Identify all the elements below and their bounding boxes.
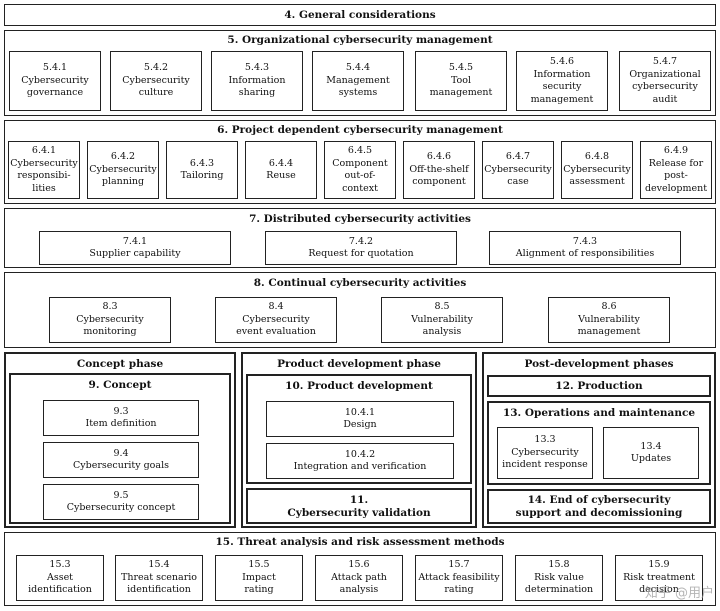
item-7-4-3: 7.4.3 Alignment of responsibilities xyxy=(489,231,681,265)
section-8-title: 8. Continual cybersecurity activities xyxy=(253,277,467,289)
section-7-title: 7. Distributed cybersecurity activities xyxy=(249,213,471,225)
item-5-4-7: 5.4.7 Organizational cybersecurity audit xyxy=(619,51,711,111)
item-15-7: 15.7 Attack feasibility rating xyxy=(415,555,503,601)
item-6-4-8: 6.4.8 Cybersecurity assessment xyxy=(561,141,633,199)
production-box: 12. Production xyxy=(487,375,711,397)
item-13-4: 13.4 Updates xyxy=(603,427,699,479)
item-6-4-1: 6.4.1 Cybersecurity responsibi- lities xyxy=(8,141,80,199)
item-5-4-6: 5.4.6 Information security management xyxy=(516,51,608,111)
item-5-4-4: 5.4.4 Management systems xyxy=(312,51,404,111)
product-group: 10. Product development 10.4.1 Design 10… xyxy=(246,374,472,484)
section-4: 4. General considerations xyxy=(4,4,716,26)
section-7: 7. Distributed cybersecurity activities … xyxy=(4,208,716,268)
item-5-4-5: 5.4.5 Tool management xyxy=(415,51,507,111)
end-support-box: 14. End of cybersecurity support and dec… xyxy=(487,489,711,524)
concept-title: 9. Concept xyxy=(88,379,152,391)
concept-group: 9. Concept 9.3 Item definition 9.4 Cyber… xyxy=(9,373,231,524)
item-6-4-9: 6.4.9 Release for post- development xyxy=(640,141,712,199)
ops-group: 13. Operations and maintenance 13.3 Cybe… xyxy=(487,401,711,485)
section-15: 15. Threat analysis and risk assessment … xyxy=(4,532,716,606)
concept-phase: Concept phase 9. Concept 9.3 Item defini… xyxy=(4,352,236,528)
item-8-4: 8.4 Cybersecurity event evaluation xyxy=(215,297,337,343)
item-5-4-3: 5.4.3 Information sharing xyxy=(211,51,303,111)
watermark: 知乎 @用户 xyxy=(644,586,714,601)
item-7-4-1: 7.4.1 Supplier capability xyxy=(39,231,231,265)
production-title: 12. Production xyxy=(555,380,643,392)
item-6-4-2: 6.4.2 Cybersecurity planning xyxy=(87,141,159,199)
item-15-9: 15.9 Risk treatment decision xyxy=(615,555,703,601)
ops-title: 13. Operations and maintenance xyxy=(502,407,696,419)
section-6: 6. Project dependent cybersecurity manag… xyxy=(4,120,716,204)
item-13-3: 13.3 Cybersecurity incident response xyxy=(497,427,593,479)
item-15-6: 15.6 Attack path analysis xyxy=(315,555,403,601)
section-5: 5. Organizational cybersecurity manageme… xyxy=(4,30,716,116)
item-6-4-3: 6.4.3 Tailoring xyxy=(166,141,238,199)
item-15-4: 15.4 Threat scenario identification xyxy=(115,555,203,601)
item-10-4-1: 10.4.1 Design xyxy=(266,401,454,437)
section-4-title: 4. General considerations xyxy=(284,9,436,21)
item-7-4-2: 7.4.2 Request for quotation xyxy=(265,231,457,265)
item-8-3: 8.3 Cybersecurity monitoring xyxy=(49,297,171,343)
section-8: 8. Continual cybersecurity activities 8.… xyxy=(4,272,716,348)
item-15-8: 15.8 Risk value determination xyxy=(515,555,603,601)
section-15-title: 15. Threat analysis and risk assessment … xyxy=(215,536,505,548)
product-validation-title: 11. Cybersecurity validation xyxy=(287,494,431,519)
item-8-5: 8.5 Vulnerability analysis xyxy=(381,297,503,343)
item-6-4-7: 6.4.7 Cybersecurity case xyxy=(482,141,554,199)
post-phase-title: Post-development phases xyxy=(524,358,674,370)
product-phase-title: Product development phase xyxy=(277,358,441,370)
item-6-4-4: 6.4.4 Reuse xyxy=(245,141,317,199)
item-9-5: 9.5 Cybersecurity concept xyxy=(43,484,199,520)
item-8-6: 8.6 Vulnerability management xyxy=(548,297,670,343)
end-support-title: 14. End of cybersecurity support and dec… xyxy=(515,494,683,519)
item-15-5: 15.5 Impact rating xyxy=(215,555,303,601)
item-15-3: 15.3 Asset identification xyxy=(16,555,104,601)
item-10-4-2: 10.4.2 Integration and verification xyxy=(266,443,454,479)
item-5-4-1: 5.4.1 Cybersecurity governance xyxy=(9,51,101,111)
item-5-4-2: 5.4.2 Cybersecurity culture xyxy=(110,51,202,111)
product-title: 10. Product development xyxy=(285,380,433,392)
item-6-4-5: 6.4.5 Component out-of-context xyxy=(324,141,396,199)
section-5-title: 5. Organizational cybersecurity manageme… xyxy=(227,34,493,46)
item-9-3: 9.3 Item definition xyxy=(43,400,199,436)
concept-phase-title: Concept phase xyxy=(76,358,164,370)
product-validation: 11. Cybersecurity validation xyxy=(246,488,472,524)
item-9-4: 9.4 Cybersecurity goals xyxy=(43,442,199,478)
item-6-4-6: 6.4.6 Off-the-shelf component xyxy=(403,141,475,199)
product-phase: Product development phase 10. Product de… xyxy=(241,352,477,528)
post-phase: Post-development phases 12. Production 1… xyxy=(482,352,716,528)
section-6-title: 6. Project dependent cybersecurity manag… xyxy=(217,124,503,136)
